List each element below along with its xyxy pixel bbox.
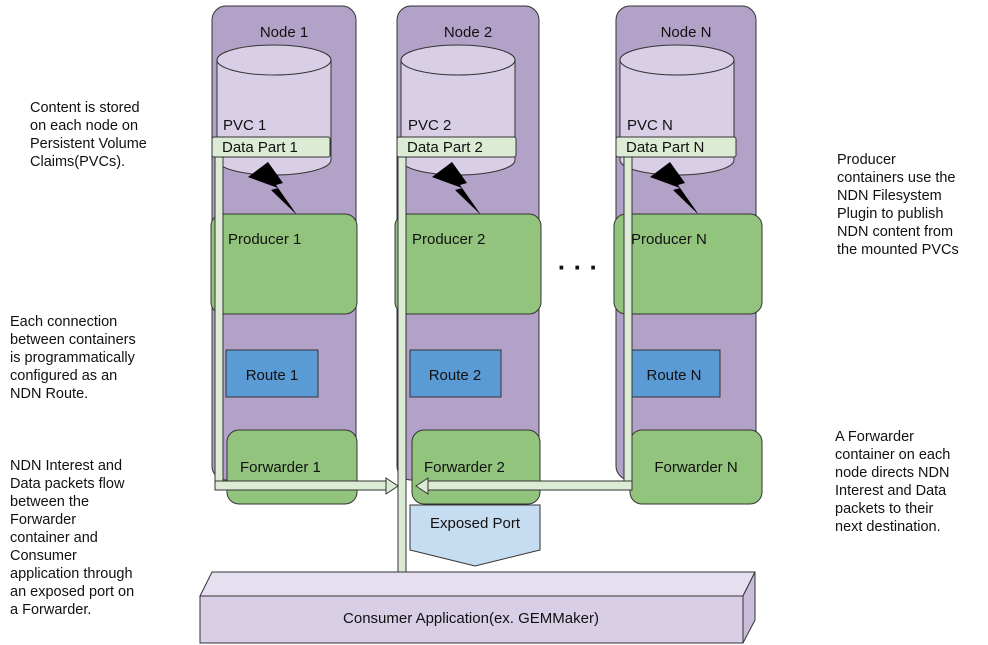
forwarder-container: Forwarder N	[629, 429, 763, 505]
node-title: Node N	[661, 24, 712, 41]
note-line: NDN Interest and	[10, 458, 123, 474]
consumer-front-face	[199, 595, 744, 644]
producer-label: Producer 2	[412, 231, 485, 248]
node-n: Node N PVC N Data Part N Producer N Rout…	[613, 5, 763, 505]
data-part-box: Data Part N	[615, 136, 737, 158]
data-path-node-n	[415, 156, 633, 495]
note-line: a Forwarder.	[10, 602, 92, 618]
route-label: Route 1	[246, 367, 299, 384]
data-part-box: Data Part 1	[211, 136, 331, 158]
node-title: Node 1	[260, 24, 308, 41]
route-label: Route 2	[429, 367, 482, 384]
note-line: Data packets flow	[10, 476, 125, 492]
note-line: Persistent Volume	[30, 136, 147, 152]
note-line: Each connection	[10, 314, 118, 330]
arrow-left-icon	[415, 477, 429, 495]
exposed-port-label: Exposed Port	[430, 515, 521, 532]
consumer-top-face	[199, 571, 756, 597]
producer-container: Producer N	[613, 213, 763, 315]
forwarder-label: Forwarder 1	[240, 459, 321, 476]
note-line: Producer	[837, 152, 896, 168]
note-line: on each node on	[30, 118, 139, 134]
route-box: Route N	[628, 349, 721, 398]
ellipsis: · · ·	[558, 252, 598, 282]
pvc-label: PVC 1	[223, 117, 266, 134]
note-line: between containers	[10, 332, 136, 348]
note-line: next destination.	[835, 519, 941, 535]
note-line: Interest and Data	[835, 483, 947, 499]
data-part-box: Data Part 2	[396, 136, 517, 158]
note-line: A Forwarder	[835, 429, 914, 445]
note-connections: Each connection between containers is prog…	[10, 313, 136, 403]
forwarder-label: Forwarder N	[654, 459, 737, 476]
forwarder-container: Forwarder 2	[411, 429, 541, 505]
data-part-label: Data Part 2	[407, 139, 483, 156]
pvc-label: PVC 2	[408, 117, 451, 134]
exposed-port: Exposed Port	[409, 504, 541, 567]
note-line: an exposed port on	[10, 584, 135, 600]
producer-label: Producer N	[631, 231, 707, 248]
note-line: Consumer	[10, 548, 77, 564]
note-line: is programmatically	[10, 350, 135, 366]
arrow-right-icon	[385, 477, 399, 495]
note-forwarder: A Forwarder container on each node directs…	[835, 428, 950, 536]
data-path-node-1	[214, 156, 399, 495]
note-line: between the	[10, 494, 90, 510]
note-line: containers use the	[837, 170, 956, 186]
route-label: Route N	[646, 367, 701, 384]
producer-label: Producer 1	[228, 231, 301, 248]
forwarder-container: Forwarder 1	[226, 429, 358, 505]
forwarder-label: Forwarder 2	[424, 459, 505, 476]
lightning-bolt-icon	[650, 162, 699, 215]
producer-container: Producer 2	[394, 213, 542, 315]
consumer-label: Consumer Application(ex. GEMMaker)	[343, 610, 599, 627]
producer-container: Producer 1	[210, 213, 358, 315]
note-line: container on each	[835, 447, 951, 463]
route-box: Route 1	[225, 349, 319, 398]
note-line: Claims(PVCs).	[30, 154, 126, 170]
route-box: Route 2	[409, 349, 502, 398]
lightning-bolt-icon	[432, 162, 481, 215]
note-line: the mounted PVCs	[837, 242, 959, 258]
note-line: NDN Route.	[10, 386, 89, 402]
node-title: Node 2	[444, 24, 492, 41]
note-line: NDN Filesystem	[837, 188, 942, 204]
data-part-label: Data Part 1	[222, 139, 298, 156]
data-part-label: Data Part N	[626, 139, 704, 156]
note-line: node directs NDN	[835, 465, 950, 481]
note-line: configured as an	[10, 368, 118, 384]
note-line: Plugin to publish	[837, 206, 944, 222]
note-line: application through	[10, 566, 133, 582]
lightning-bolt-icon	[248, 162, 297, 215]
note-line: NDN content from	[837, 224, 954, 240]
node-1: Node 1 PVC 1 Data Part 1 Producer 1 Rout…	[210, 5, 358, 505]
note-line: container and	[10, 530, 98, 546]
note-line: packets to their	[835, 501, 934, 517]
note-line: Content is stored	[30, 100, 140, 116]
note-line: Forwarder	[10, 512, 77, 528]
consumer-application: Consumer Application(ex. GEMMaker)	[199, 571, 756, 644]
pvc-label: PVC N	[627, 117, 673, 134]
node-2: Node 2 PVC 2 Data Part 2 Producer 2 Rout…	[394, 5, 542, 505]
note-content-storage: Content is stored on each node on Persiste…	[30, 99, 147, 171]
